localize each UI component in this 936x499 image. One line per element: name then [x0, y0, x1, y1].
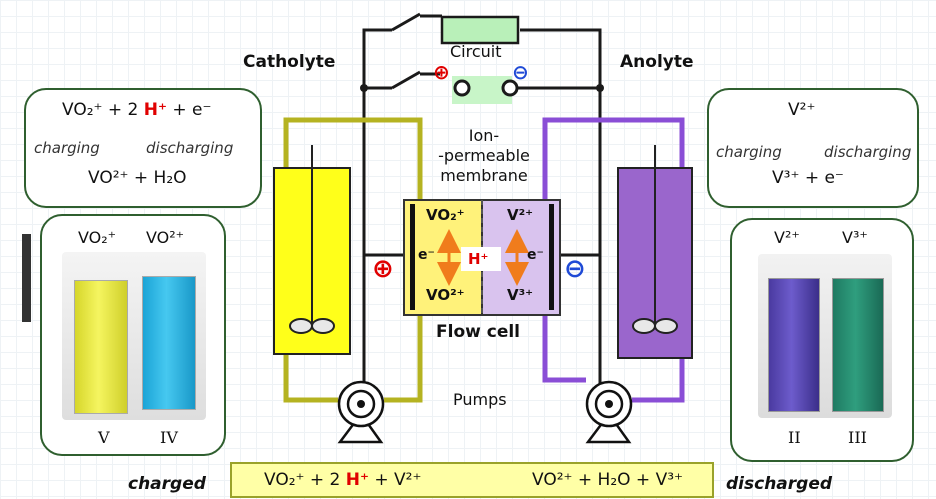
cell-right-bottom: V³⁺ — [507, 286, 534, 304]
vial-photo-left — [62, 252, 206, 420]
vial-numeral-iv: IV — [160, 428, 178, 447]
cell-left-top: VO₂⁺ — [426, 206, 465, 224]
right-eq-bottom: V³⁺ + e⁻ — [772, 168, 844, 188]
stirrer-icon — [289, 145, 335, 334]
right-discharging: discharging — [824, 143, 912, 161]
left-eq-top: VO₂⁺ + 2 H⁺ + e⁻ — [62, 100, 211, 120]
overall-hplus: H⁺ — [345, 470, 369, 490]
overall-left-a: VO₂⁺ + 2 — [264, 470, 346, 490]
membrane-line-2: -permeable — [438, 146, 530, 165]
charged-label: charged — [128, 474, 206, 494]
scroll-indicator[interactable] — [22, 234, 31, 322]
pump-icon — [337, 380, 385, 444]
terminal-icon — [453, 79, 471, 97]
vial-teal — [832, 278, 884, 412]
left-eq-hplus: H⁺ — [143, 100, 167, 120]
overall-right: VO²⁺ + H₂O + V³⁺ — [532, 470, 683, 490]
cell-arrows — [437, 229, 529, 286]
positive-sign: ⊕ — [372, 254, 394, 284]
proton-label-box — [461, 247, 501, 271]
cell-left-bottom: VO²⁺ — [426, 286, 465, 304]
negative-sign-top: ⊖ — [512, 60, 529, 84]
left-eq-bottom: VO²⁺ + H₂O — [88, 168, 187, 188]
anolyte-pipes — [542, 117, 685, 403]
vial-numeral-iii: III — [848, 428, 867, 447]
negative-electrode — [549, 204, 554, 310]
anolyte-label: Anolyte — [620, 52, 694, 72]
discharged-label: discharged — [726, 474, 833, 494]
stirrer-icon — [632, 145, 678, 334]
vial-numeral-v: V — [98, 428, 110, 447]
vial-label-v3plus: V³⁺ — [842, 228, 868, 247]
left-charging: charging — [34, 139, 100, 157]
cell-electron-right: e⁻ — [527, 247, 544, 263]
overall-left: VO₂⁺ + 2 H⁺ + V²⁺ — [264, 470, 421, 490]
vial-label-v2plus: V²⁺ — [774, 228, 800, 247]
cell-electron-left: e⁻ — [418, 247, 435, 263]
left-eq-top-b: + e⁻ — [166, 100, 212, 120]
positive-sign-top: ⊕ — [433, 60, 450, 84]
vial-purple — [768, 278, 820, 412]
overall-equation-box — [230, 462, 714, 498]
pumps-label: Pumps — [453, 390, 507, 409]
catholyte-pipes — [283, 117, 423, 403]
membrane-label: Ion- -permeable membrane — [434, 126, 534, 186]
catholyte-reaction-box — [24, 88, 262, 208]
vial-label-vo2plusplus: VO²⁺ — [146, 228, 185, 247]
vial-label-vo2plus: VO₂⁺ — [78, 228, 117, 247]
terminal-icon — [501, 79, 519, 97]
membrane-line-3: membrane — [440, 166, 528, 185]
vial-numeral-ii: II — [788, 428, 801, 447]
circuit-junctions — [360, 84, 604, 92]
left-discharging: discharging — [146, 139, 234, 157]
negative-sign: ⊖ — [564, 254, 586, 284]
pump-icon — [585, 380, 633, 444]
positive-electrode — [410, 204, 415, 310]
membrane-line-1: Ion- — [468, 126, 500, 145]
vial-photo-right — [758, 254, 892, 418]
vial-cyan — [142, 276, 196, 410]
switch-icon — [391, 12, 421, 90]
flow-cell-label: Flow cell — [436, 322, 521, 342]
resistor-icon — [440, 15, 520, 45]
cell-proton: H⁺ — [468, 250, 489, 268]
anolyte-reaction-box — [707, 88, 919, 208]
right-charging: charging — [716, 143, 782, 161]
right-eq-top: V²⁺ — [788, 100, 816, 120]
overall-left-b: + V²⁺ — [368, 470, 422, 490]
circuit-label: Circuit — [450, 42, 502, 61]
vial-yellow — [74, 280, 128, 414]
left-eq-top-a: VO₂⁺ + 2 — [62, 100, 144, 120]
cell-right-top: V²⁺ — [507, 206, 534, 224]
catholyte-label: Catholyte — [243, 52, 336, 72]
